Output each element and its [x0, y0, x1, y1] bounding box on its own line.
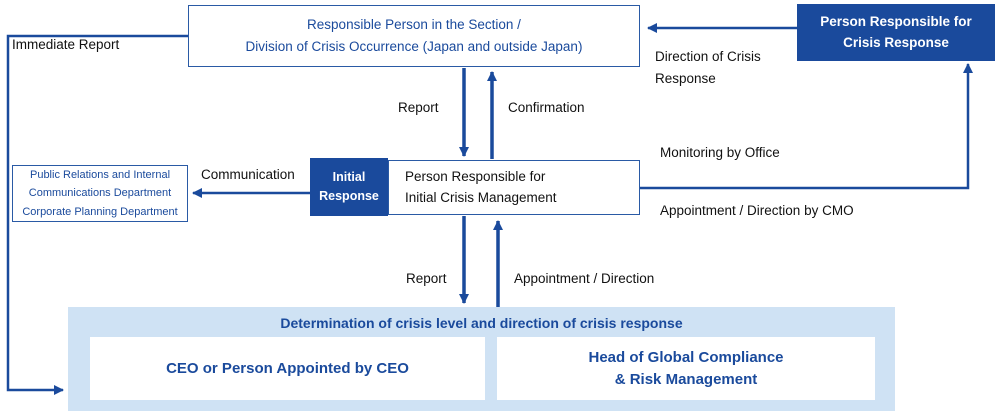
departments-line1: Public Relations and Internal [29, 169, 171, 182]
section-responsible-box: Responsible Person in the Section / Divi… [188, 5, 640, 67]
initial-crisis-manager-line2: Initial Crisis Management [405, 189, 557, 205]
head-global-line2: & Risk Management [614, 370, 758, 388]
crisis-response-box: Person Responsible for Crisis Response [797, 4, 995, 61]
section-responsible-line1: Responsible Person in the Section / [307, 17, 521, 33]
section-responsible-line2: Division of Crisis Occurrence (Japan and… [245, 39, 583, 54]
departments-line2: Communications Department [28, 187, 172, 200]
initial-crisis-manager-box: Person Responsible for Initial Crisis Ma… [388, 160, 640, 215]
determination-panel-title: Determination of crisis level and direct… [280, 315, 683, 331]
confirmation-label: Confirmation [508, 100, 585, 115]
direction-of-crisis-response-label: Direction of Crisis Response [655, 49, 761, 87]
report-top-label: Report [398, 100, 439, 115]
appointment-direction-label: Appointment / Direction [514, 271, 655, 286]
report-bottom-label: Report [406, 271, 447, 286]
communication-label: Communication [201, 167, 295, 182]
immediate-report-label: Immediate Report [12, 37, 120, 52]
departments-line3: Corporate Planning Department [22, 205, 178, 218]
crisis-response-line1: Person Responsible for [820, 14, 972, 30]
crisis-response-line2: Crisis Response [843, 34, 949, 50]
initial-crisis-manager-line1: Person Responsible for [405, 169, 546, 185]
departments-box: Public Relations and Internal Communicat… [12, 165, 188, 222]
initial-response-line2: Response [319, 189, 379, 203]
ceo-box-label: CEO or Person Appointed by CEO [166, 360, 409, 377]
head-global-compliance-box: Head of Global Compliance & Risk Managem… [497, 337, 875, 400]
monitoring-by-office-label: Monitoring by Office [660, 145, 780, 160]
ceo-box: CEO or Person Appointed by CEO [90, 337, 485, 400]
appointment-direction-by-cmo-label: Appointment / Direction by CMO [660, 203, 854, 218]
initial-response-line1: Initial [332, 170, 366, 185]
head-global-line1: Head of Global Compliance [588, 348, 784, 366]
initial-response-tag: Initial Response [310, 158, 388, 216]
